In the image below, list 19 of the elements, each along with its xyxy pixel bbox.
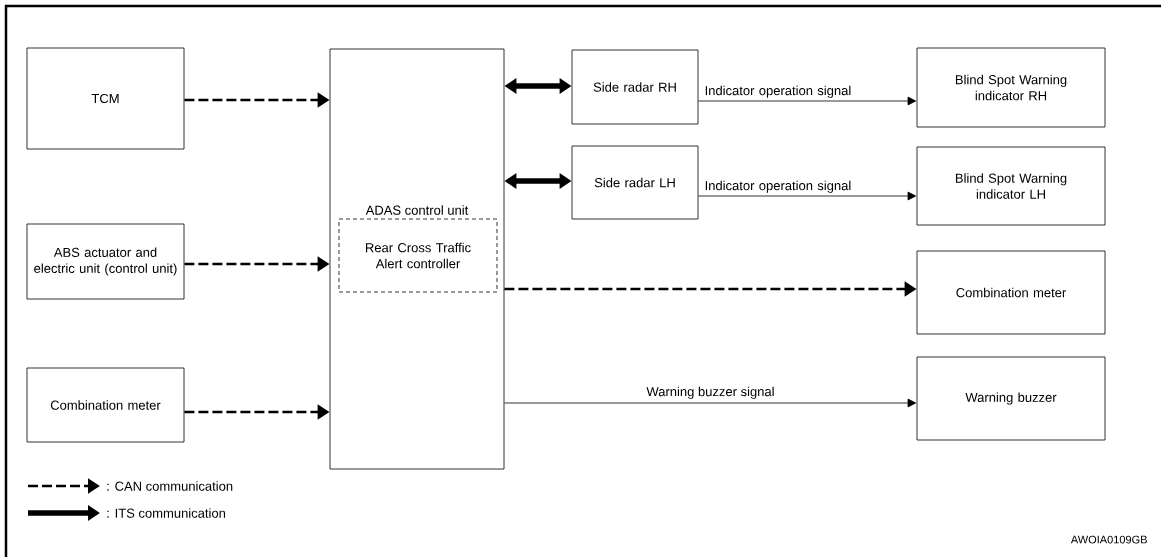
component-box: Blind Spot Warning indicator LH — [916, 146, 1106, 226]
component-box: TCM — [26, 47, 185, 150]
component-box: Warning buzzer — [916, 356, 1106, 441]
component-box: Combination meter — [26, 367, 185, 443]
controller-box: Rear Cross Traffic Alert controller — [338, 218, 498, 293]
component-box: Side radar LH — [571, 145, 699, 220]
component-box: Side radar RH — [571, 49, 699, 125]
figure-code: AWOIA0109GB — [1070, 535, 1147, 544]
component-box: ABS actuator and electric unit (control unit) — [26, 223, 185, 300]
arrow — [698, 191, 917, 201]
edge-label: Indicator operation signal — [705, 85, 851, 98]
component-box: Blind Spot Warning indicator RH — [916, 47, 1106, 128]
arrow — [698, 96, 917, 106]
component-box: Combination meter — [916, 250, 1106, 335]
legend-text: : ITS communication — [107, 508, 226, 518]
arrow — [504, 398, 917, 408]
edge-label: Warning buzzer signal — [646, 386, 774, 399]
edge-label: Indicator operation signal — [705, 180, 851, 193]
legend-text: : CAN communication — [107, 481, 233, 491]
